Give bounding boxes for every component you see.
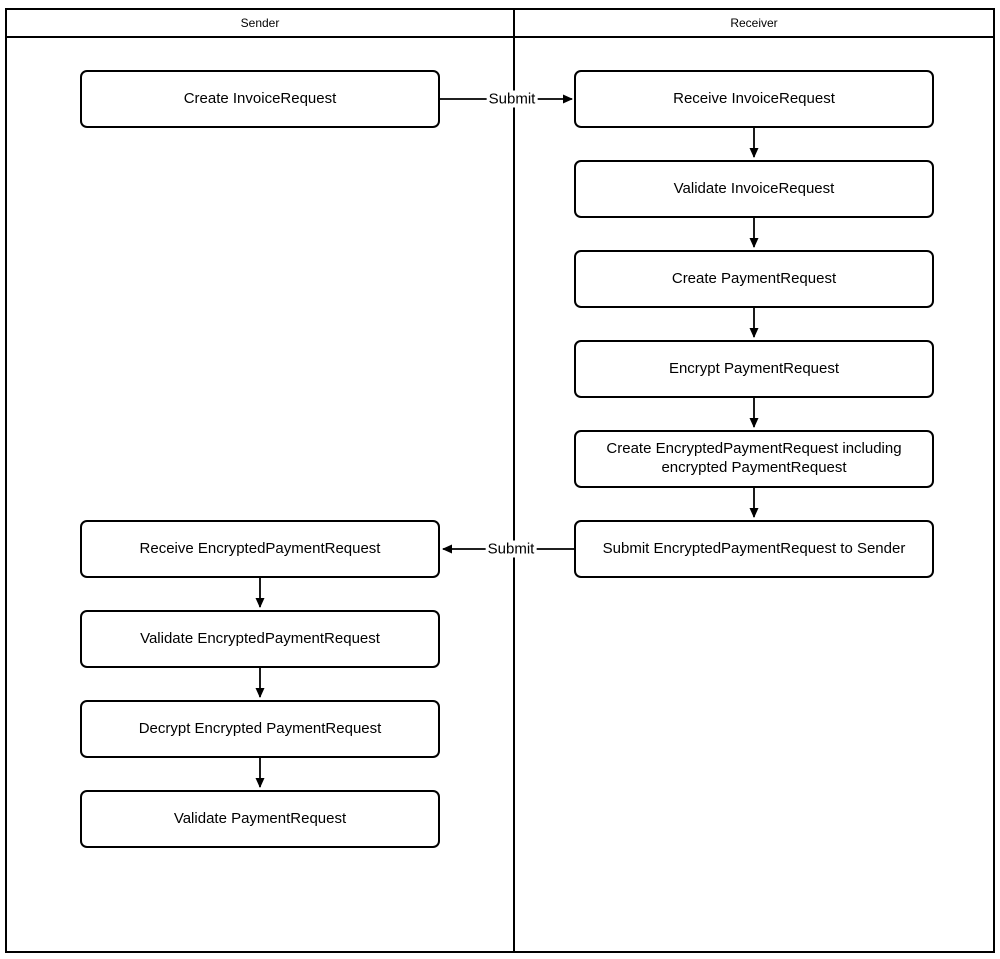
lane-header-sender: Sender — [7, 10, 513, 36]
step-label: Validate PaymentRequest — [173, 809, 347, 827]
step-create-invoicerequest: Create InvoiceRequest — [80, 70, 440, 128]
step-encrypt-paymentrequest: Encrypt PaymentRequest — [574, 340, 934, 398]
step-label: Submit EncryptedPaymentRequest to Sender — [602, 539, 906, 557]
step-receive-encryptedpaymentrequest: Receive EncryptedPaymentRequest — [80, 520, 440, 578]
step-validate-encryptedpaymentrequest: Validate EncryptedPaymentRequest — [80, 610, 440, 668]
lane-header-receiver: Receiver — [515, 10, 993, 36]
lane-header-sender-label: Sender — [240, 16, 280, 30]
arrow-label-submit-top: Submit — [486, 90, 538, 108]
step-create-paymentrequest: Create PaymentRequest — [574, 250, 934, 308]
step-label: Create InvoiceRequest — [183, 89, 337, 107]
lane-header-divider-line — [5, 36, 995, 38]
step-label: Validate InvoiceRequest — [673, 179, 835, 197]
step-label: Validate EncryptedPaymentRequest — [140, 629, 380, 647]
step-validate-invoicerequest: Validate InvoiceRequest — [574, 160, 934, 218]
step-create-encryptedpaymentrequest: Create EncryptedPaymentRequest including… — [574, 430, 934, 488]
step-label: Create PaymentRequest — [671, 269, 837, 287]
diagram-frame — [5, 8, 995, 953]
step-label: Encrypt PaymentRequest — [668, 359, 840, 377]
step-decrypt-encrypted-paymentrequest: Decrypt Encrypted PaymentRequest — [80, 700, 440, 758]
step-label: Decrypt Encrypted PaymentRequest — [138, 719, 382, 737]
arrow-label-submit-bottom: Submit — [485, 540, 537, 558]
step-validate-paymentrequest: Validate PaymentRequest — [80, 790, 440, 848]
step-label: Receive InvoiceRequest — [673, 89, 835, 107]
step-label: Receive EncryptedPaymentRequest — [139, 539, 381, 557]
step-receive-invoicerequest: Receive InvoiceRequest — [574, 70, 934, 128]
lane-header-receiver-label: Receiver — [730, 16, 778, 30]
lane-divider-line — [513, 8, 515, 953]
step-submit-encryptedpaymentrequest-to-sender: Submit EncryptedPaymentRequest to Sender — [574, 520, 934, 578]
step-label: Create EncryptedPaymentRequest including… — [606, 440, 902, 476]
